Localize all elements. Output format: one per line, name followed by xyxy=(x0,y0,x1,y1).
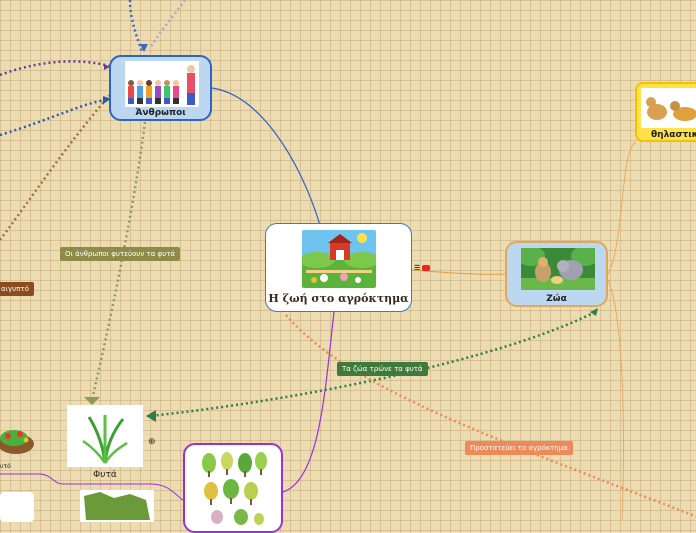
rel-protect xyxy=(285,314,696,518)
link-animals-mammals xyxy=(607,141,637,275)
rel-top-lilac xyxy=(148,0,186,49)
link-plants-trees xyxy=(62,483,184,501)
trees-node[interactable] xyxy=(183,443,283,533)
map-node-partial[interactable] xyxy=(80,490,154,522)
rel-left-brown xyxy=(0,94,111,241)
link-globe-icon[interactable]: ⊕ xyxy=(148,437,156,447)
animals-node[interactable]: Ζώα xyxy=(505,241,608,307)
salad-node-partial[interactable] xyxy=(0,418,36,458)
rel-left-blue xyxy=(0,98,110,137)
link-center-people xyxy=(211,87,321,226)
central-topic-node[interactable]: Η ζωή στο αγρόκτημα xyxy=(265,223,412,312)
plants-title: Φυτά xyxy=(93,470,117,480)
youtube-icon[interactable] xyxy=(422,265,431,271)
people-node[interactable]: Άνθρωποι xyxy=(109,55,212,121)
farm-illustration xyxy=(302,230,376,288)
node-attachments[interactable]: ☰ xyxy=(414,264,431,272)
link-left-plants xyxy=(0,473,63,485)
link-animals-down xyxy=(607,279,625,520)
partial-node-bottom-left[interactable] xyxy=(0,492,34,522)
edge-text-left: υτό xyxy=(0,463,11,470)
relation-label-protect[interactable]: Προστατεύει το αγρόκτημα xyxy=(465,441,573,455)
animals-title: Ζώα xyxy=(546,294,567,304)
rel-people-plants-arrow xyxy=(84,397,100,405)
mammals-title: θηλαστικ xyxy=(651,130,696,140)
relation-label-animals-eat[interactable]: Τα ζώα τρώνε τα φυτά xyxy=(337,362,428,376)
plants-node[interactable]: Φυτά xyxy=(67,405,143,481)
plant-illustration xyxy=(67,405,143,467)
relation-label-left-cut[interactable]: αιγυπτό xyxy=(0,282,34,296)
mammals-illustration xyxy=(641,88,696,128)
trees-illustration xyxy=(197,449,271,529)
salad-illustration xyxy=(0,430,34,454)
central-topic-title: Η ζωή στο αγρόκτημα xyxy=(268,292,409,305)
map-illustration xyxy=(84,492,150,520)
animals-illustration xyxy=(521,248,595,290)
rel-animals-plants-arrow xyxy=(146,410,156,422)
notes-icon[interactable]: ☰ xyxy=(414,264,421,272)
rel-people-plants xyxy=(90,121,147,401)
people-title: Άνθρωποι xyxy=(135,108,186,118)
mammals-node[interactable]: θηλαστικ xyxy=(635,82,696,142)
relation-label-people-plant[interactable]: Οι άνθρωποι φυτεύουν τα φυτά xyxy=(60,247,181,261)
people-illustration xyxy=(125,61,199,107)
link-center-trees xyxy=(282,311,335,493)
rel-left-purple xyxy=(0,60,110,77)
connection-lines xyxy=(0,0,696,520)
